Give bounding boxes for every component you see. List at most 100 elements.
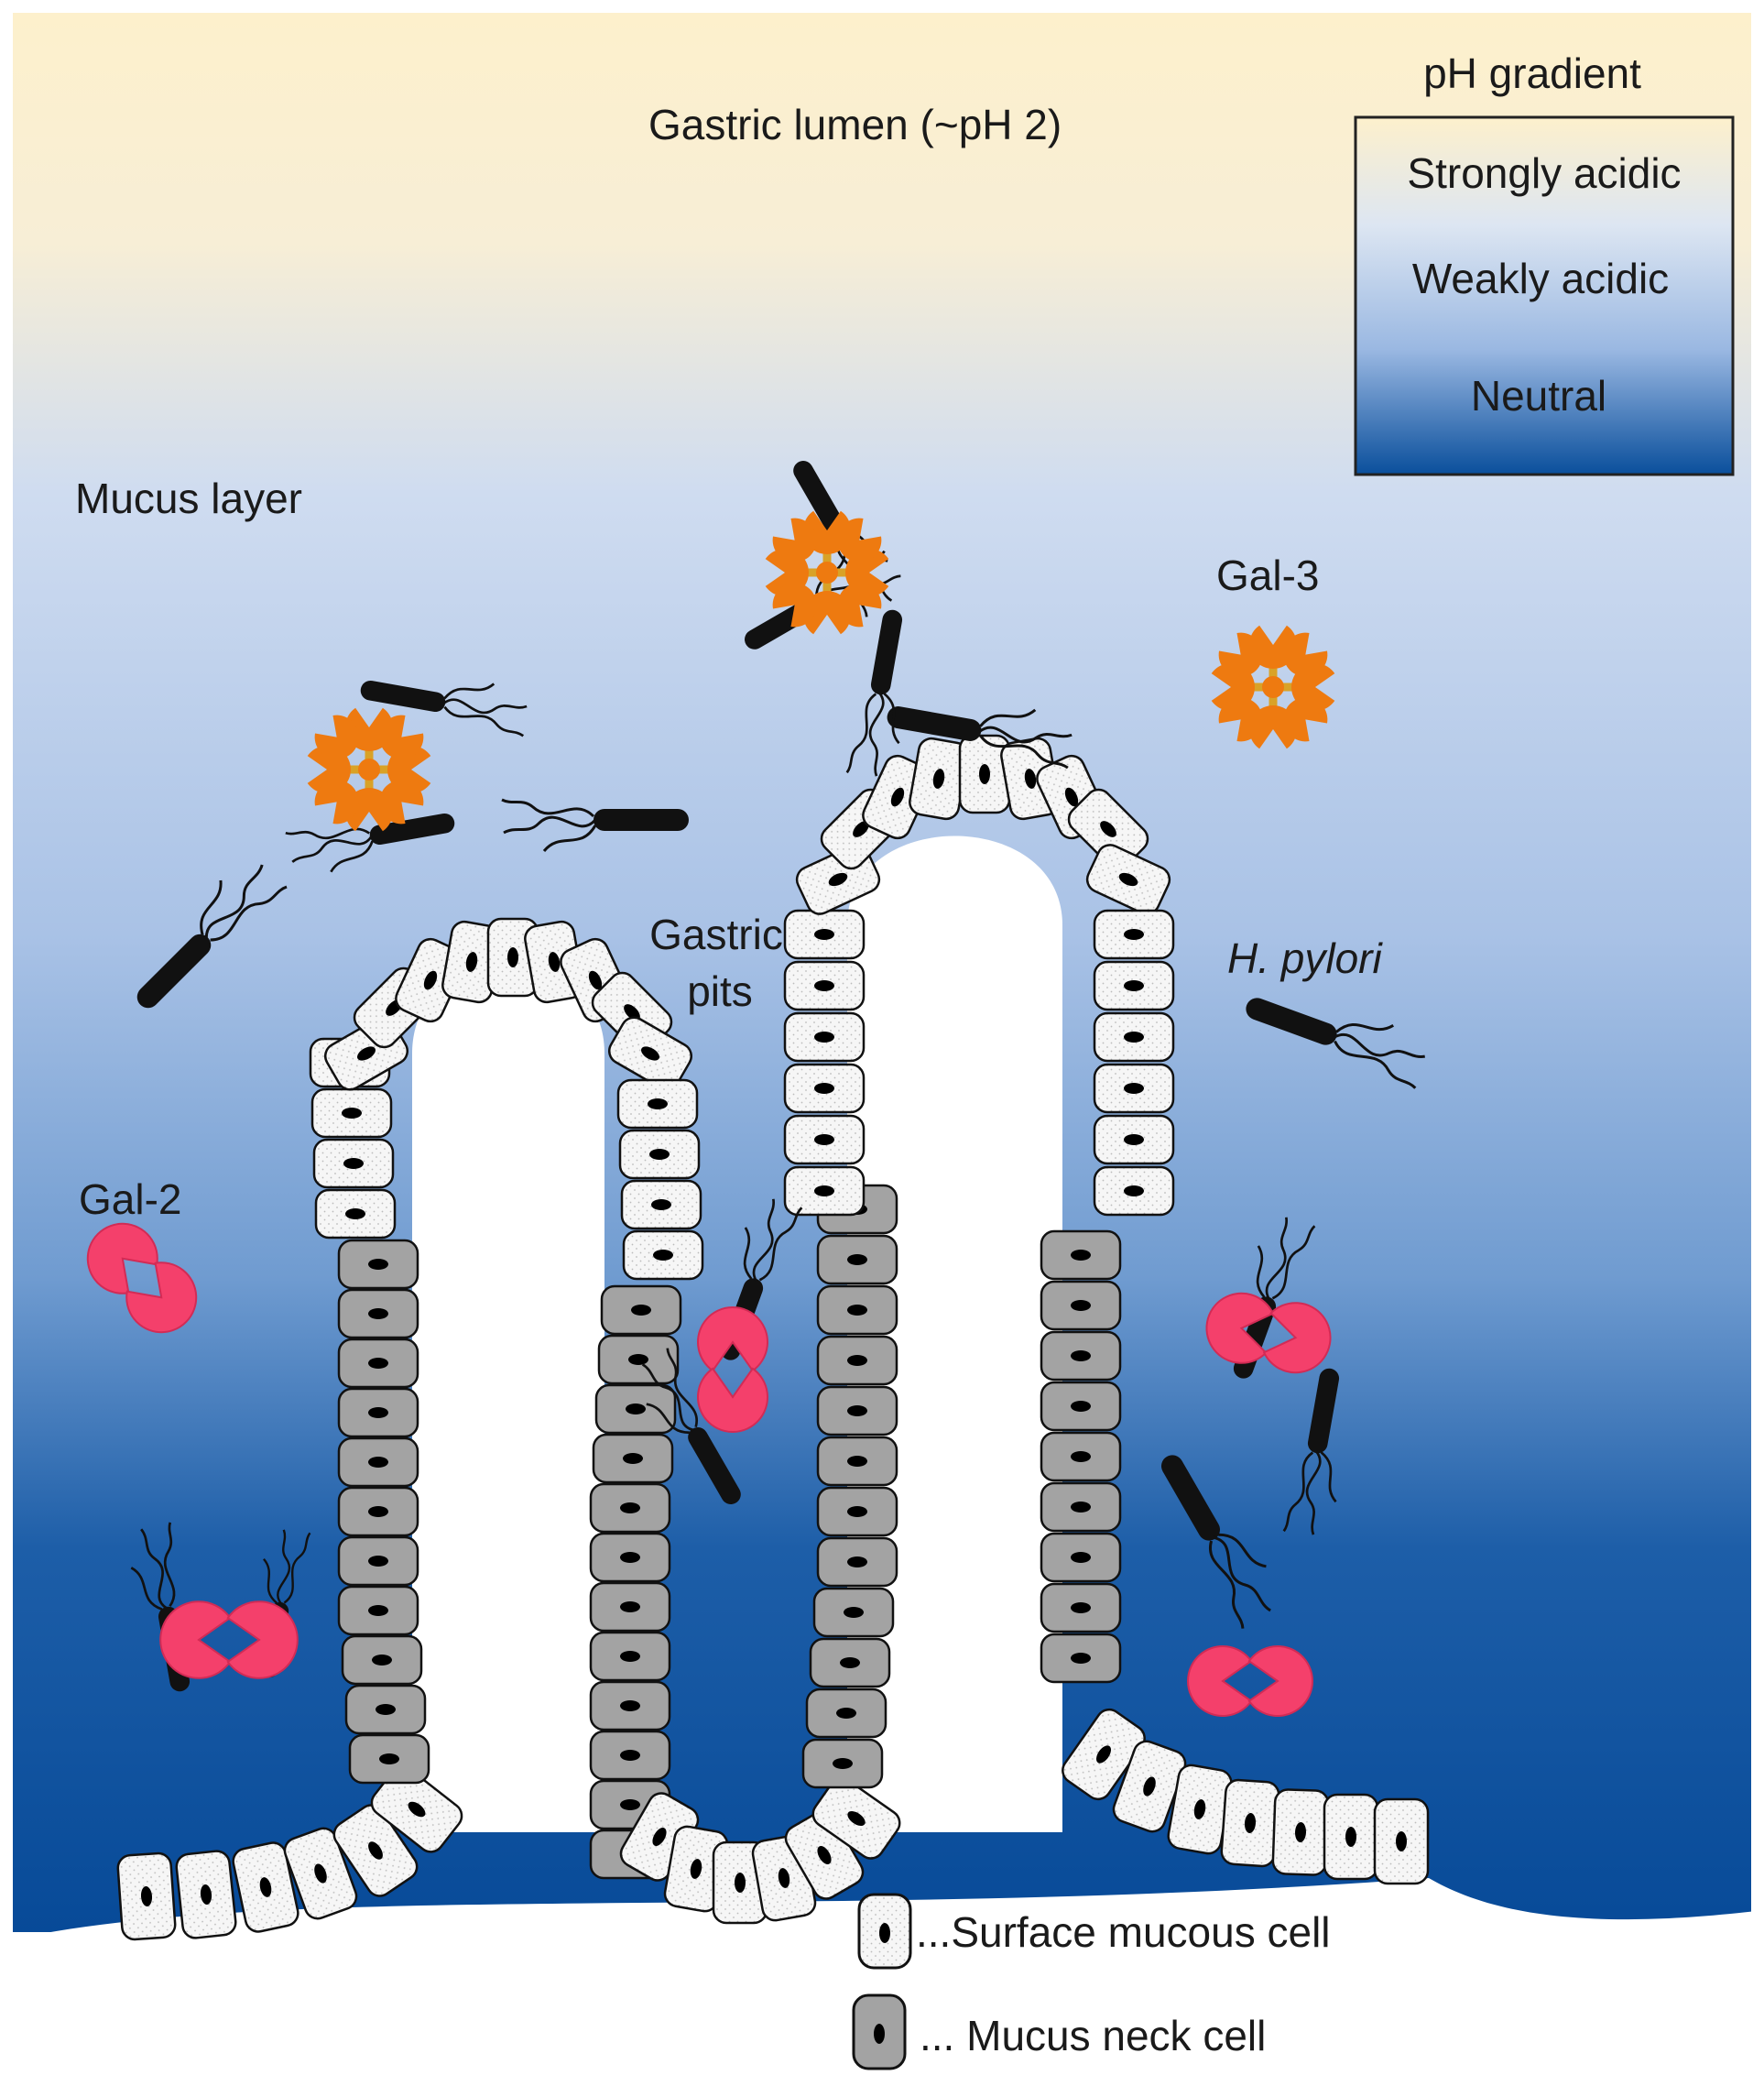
cell-nucleus <box>847 1405 867 1416</box>
mucus-neck-cell <box>341 1634 423 1686</box>
cell-nucleus <box>649 1149 670 1160</box>
bacterium-flagella <box>978 708 1073 770</box>
cell-nucleus <box>853 821 869 837</box>
cell-nucleus <box>1071 1552 1091 1563</box>
bacterium-body <box>369 813 455 846</box>
cell-nucleus <box>620 1502 640 1513</box>
cell-nucleus <box>368 1457 388 1468</box>
cell-nucleus <box>368 1841 383 1860</box>
mucus-neck-cell <box>589 1532 671 1583</box>
cell-nucleus <box>932 769 945 789</box>
cell-nucleus <box>814 1083 834 1094</box>
h-pylori-bacterium <box>845 609 903 777</box>
cell-nucleus <box>379 1753 399 1764</box>
galectin-3-core <box>358 759 380 781</box>
cell-nucleus <box>1244 1813 1257 1833</box>
galectin-2-crd <box>86 1222 158 1294</box>
galectin-2-crd <box>1262 1302 1332 1374</box>
cell-nucleus <box>1071 1350 1091 1361</box>
bacterium-flagella <box>1256 1217 1316 1300</box>
galectin-crd <box>379 780 424 825</box>
cell-nucleus <box>735 1873 746 1893</box>
cell-nucleus <box>368 1605 388 1616</box>
cell-nucleus <box>357 1046 376 1061</box>
mucus-neck-cell <box>801 1738 884 1789</box>
mucus-neck-cell <box>1040 1431 1122 1482</box>
surface-mucous-cell <box>1093 1063 1175 1114</box>
mucus-neck-cell <box>816 1436 898 1487</box>
cell-nucleus <box>1118 872 1138 887</box>
cell-nucleus <box>548 952 561 972</box>
mucus-layer-label: Mucus layer <box>75 475 302 522</box>
galectin-crd <box>837 583 882 628</box>
gastric-pits-label-2: pits <box>687 967 753 1015</box>
cell-nucleus <box>1124 1032 1144 1043</box>
cell-nucleus <box>628 1354 648 1365</box>
surface-mucous-cell <box>783 1114 866 1165</box>
cell-nucleus <box>620 1750 640 1761</box>
galectin-2-crd <box>697 1367 768 1433</box>
cell-nucleus <box>368 1407 388 1418</box>
surface-mucous-cell <box>314 1188 397 1240</box>
cell-nucleus <box>376 1704 396 1715</box>
surface-mucous-cell <box>175 1850 237 1939</box>
mucus-neck-cell <box>809 1637 891 1688</box>
mucus-neck-cell <box>337 1535 419 1587</box>
galectin-molecules <box>86 510 1335 1717</box>
surface-mucous-cell <box>1220 1778 1280 1868</box>
mucus-neck-cell <box>816 1335 898 1386</box>
surface-mucous-cell <box>618 1129 701 1180</box>
cell-nucleus <box>1396 1831 1407 1851</box>
cell-nucleus <box>1064 787 1079 807</box>
mucus-neck-cell <box>594 1383 677 1435</box>
cell-nucleus <box>626 1403 646 1414</box>
cell-nucleus <box>844 1607 864 1618</box>
villus-core-left <box>412 964 604 1832</box>
tissue-base <box>0 1878 1764 2081</box>
mucus-neck-cell <box>337 1486 419 1537</box>
h-pylori-bacterium <box>641 1348 741 1504</box>
cell-nucleus <box>652 1828 667 1846</box>
surface-mucous-cell <box>1093 1011 1175 1063</box>
galectin-2-crd <box>1247 1645 1313 1717</box>
cell-nucleus <box>507 947 518 967</box>
cell-nucleus <box>890 787 905 807</box>
ph-level-neutral: Neutral <box>1471 372 1606 420</box>
mucus-neck-cell <box>1040 1229 1122 1281</box>
mucus-neck-cell <box>1040 1330 1122 1382</box>
bacterium-body <box>360 680 446 713</box>
surface-mucous-cell <box>1167 1764 1233 1855</box>
lumen-label: Gastric lumen (~pH 2) <box>648 101 1062 148</box>
surface-mucous-cell <box>332 1804 419 1897</box>
mucus-neck-cell <box>589 1631 671 1682</box>
mucus-neck-cell <box>589 1730 671 1781</box>
mucus-neck-cell <box>589 1581 671 1633</box>
surface-mucous-cell <box>1373 1797 1430 1885</box>
neck-cell-legend-label: ... Mucus neck cell <box>920 2012 1266 2059</box>
neck-cell-swatch-nucleus <box>874 2024 885 2044</box>
bacterium-body <box>688 1427 741 1504</box>
h-pylori-bacterium <box>360 680 528 737</box>
cell-nucleus <box>368 1308 388 1319</box>
cell-nucleus <box>631 1305 651 1316</box>
galectin-2-dimer <box>697 1306 768 1433</box>
bacterium-flagella <box>501 798 597 853</box>
mucus-neck-cell <box>1040 1532 1122 1583</box>
surface-mucous-cell <box>1093 1114 1175 1165</box>
surface-mucous-cell <box>283 1827 358 1920</box>
surface-mucous-cell <box>811 1777 901 1860</box>
h-pylori-bacterium <box>501 798 689 853</box>
surface-mucous-cell <box>1062 1708 1146 1801</box>
cell-nucleus <box>1143 1776 1156 1797</box>
galectin-crd <box>837 518 882 562</box>
galectin-crd <box>314 715 359 759</box>
cell-nucleus <box>1071 1451 1091 1462</box>
galectin-2-dimer <box>1205 1292 1332 1374</box>
surface-mucous-cell <box>310 1087 393 1139</box>
bacterium-flagella <box>743 1198 803 1282</box>
mucus-neck-cell <box>816 1486 898 1537</box>
ph-legend: pH gradient Strongly acidic Weakly acidi… <box>1354 49 1735 476</box>
cell-nucleus <box>1294 1822 1307 1842</box>
cell-nucleus <box>624 1004 640 1021</box>
